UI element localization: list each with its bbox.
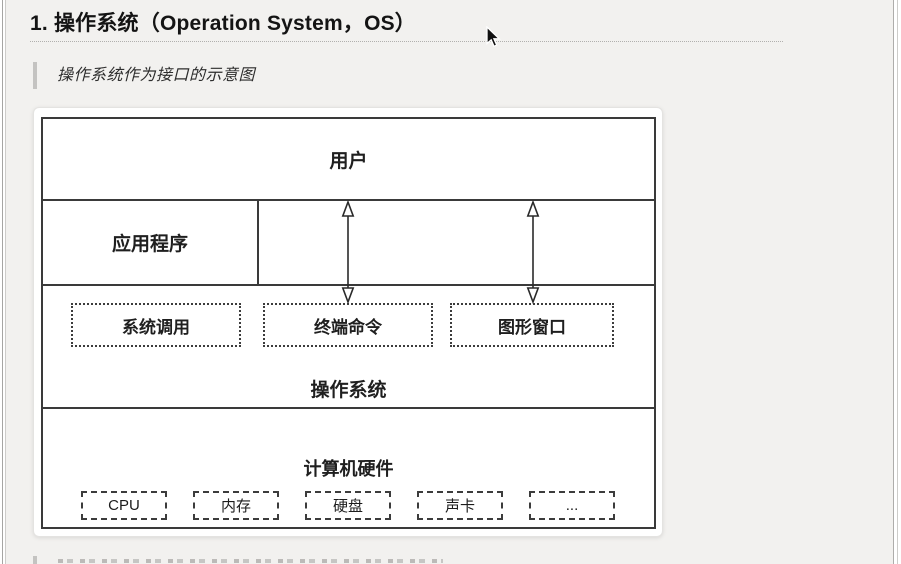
heading-dotted-rule — [30, 41, 783, 42]
hardware-box-ellipsis: ... — [529, 491, 615, 520]
diagram-outer-box: 用户 应用程序 系统调用 终端命令 图形窗口 操作系统 计算机硬件 CPU 内存 — [41, 117, 656, 529]
window-right-edge — [893, 0, 901, 564]
hardware-box-cpu: CPU — [81, 491, 167, 520]
os-interface-box-terminal-command: 终端命令 — [263, 303, 433, 347]
page-title: 1. 操作系统（Operation System，OS） — [30, 12, 417, 35]
hardware-layer-box: 计算机硬件 CPU 内存 硬盘 声卡 ... — [43, 409, 654, 527]
right-edge-hairline-inner — [893, 0, 894, 564]
os-interface-label: 终端命令 — [314, 317, 382, 337]
left-edge-hairline-outer — [2, 0, 3, 564]
application-layer-label: 应用程序 — [111, 234, 188, 255]
next-blockquote-bar-clipped — [33, 556, 37, 564]
next-text-line-clipped — [58, 559, 443, 563]
os-layer-box: 系统调用 终端命令 图形窗口 操作系统 — [43, 284, 654, 409]
diagram-card: 用户 应用程序 系统调用 终端命令 图形窗口 操作系统 计算机硬件 CPU 内存 — [33, 107, 663, 537]
hardware-label: 硬盘 — [332, 498, 363, 515]
hardware-box-memory: 内存 — [193, 491, 279, 520]
hardware-label: CPU — [108, 497, 140, 514]
hardware-layer-label: 计算机硬件 — [303, 459, 394, 479]
hardware-box-disk: 硬盘 — [305, 491, 391, 520]
os-interface-label: 系统调用 — [122, 317, 190, 337]
os-layer-label: 操作系统 — [310, 379, 387, 401]
hardware-box-soundcard: 声卡 — [417, 491, 503, 520]
window-left-edge — [0, 0, 6, 564]
user-layer-label: 用户 — [329, 150, 368, 172]
hardware-label: 内存 — [220, 498, 251, 515]
blockquote: 操作系统作为接口的示意图 — [33, 61, 256, 89]
blockquote-bar — [33, 62, 37, 89]
os-interface-label: 图形窗口 — [498, 317, 566, 337]
application-layer-box: 应用程序 — [43, 201, 259, 284]
user-layer-box: 用户 — [43, 119, 654, 201]
os-interface-box-graphical-window: 图形窗口 — [450, 303, 614, 347]
hardware-label: ... — [565, 497, 579, 514]
os-interface-box-system-call: 系统调用 — [71, 303, 241, 347]
right-edge-hairline-outer — [897, 0, 898, 564]
left-edge-hairline-inner — [5, 0, 6, 564]
hardware-label: 声卡 — [444, 498, 475, 515]
blockquote-text: 操作系统作为接口的示意图 — [57, 67, 256, 84]
mouse-cursor-icon — [486, 26, 501, 48]
